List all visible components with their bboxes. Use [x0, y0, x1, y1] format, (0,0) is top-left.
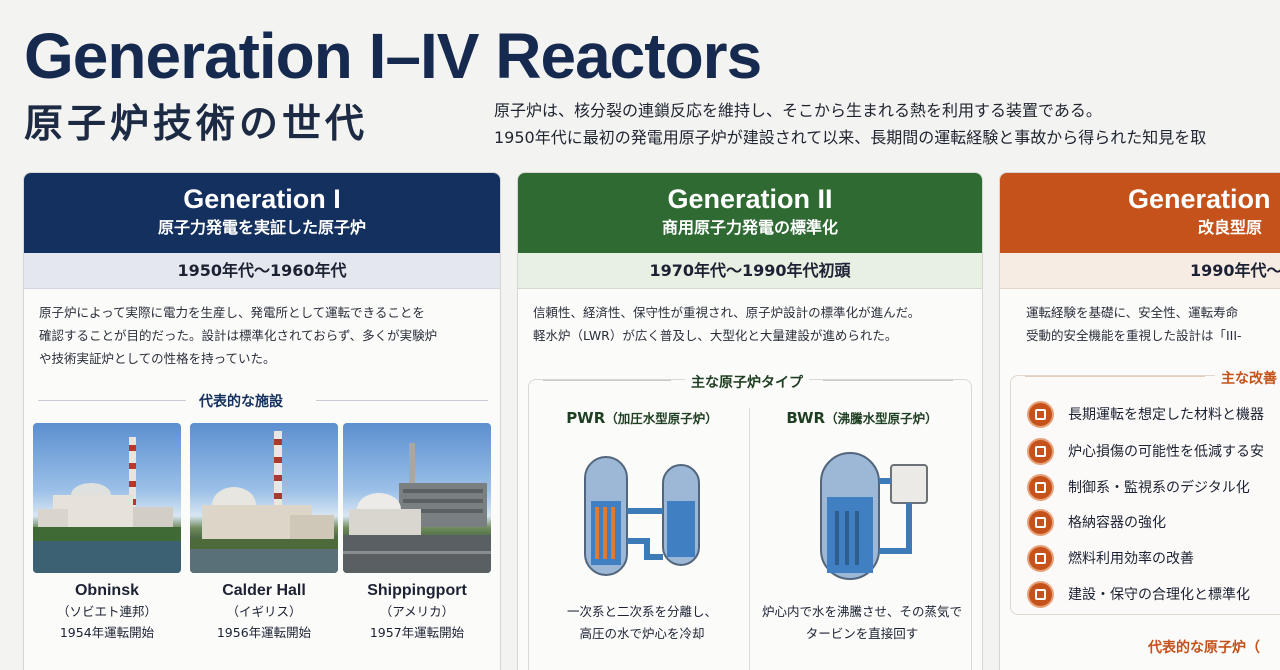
gen3-card: Generation 改良型原 1990年代〜 運転経験を基礎に、安全性、運転寿…	[999, 172, 1280, 670]
gen1-header: Generation I 原子力発電を実証した原子炉	[24, 173, 500, 253]
gen1-description: 原子炉によって実際に電力を生産し、発電所として運転できることを 確認することが目…	[24, 289, 500, 370]
type-bwr: BWR（沸騰水型原子炉） 炉心内で水を沸騰させ、その蒸気で タービンを直接回す	[757, 408, 967, 645]
facility-start: 1954年運転開始	[59, 625, 155, 640]
page-subtitle: 原子炉技術の世代	[24, 102, 369, 147]
type-abbr: BWR	[786, 409, 826, 427]
reactor-types-box: 主な原子炉タイプ PWR（加圧水型原子炉） 一次系と二次系を分離し、 高圧の水で…	[528, 372, 972, 670]
facility-name: Shippingport	[367, 582, 467, 599]
type-full-name: （加圧水型原子炉）	[605, 411, 718, 426]
divider	[543, 380, 671, 381]
material-icon	[1027, 400, 1054, 428]
improvement-label: 長期運転を想定した材料と機器	[1068, 407, 1264, 423]
intro-text: 原子炉は、核分裂の連鎖反応を維持し、そこから生まれる熱を利用する装置である。 1…	[494, 97, 1280, 151]
description-line: や技術実証炉としての性格を持っていた。	[39, 351, 276, 366]
improvements-title: 主な改善	[1215, 368, 1280, 388]
fuel-icon	[1027, 544, 1054, 572]
facilities-title: 代表的な施設	[199, 394, 283, 410]
improvement-item: 炉心損傷の可能性を低減する安	[1027, 436, 1264, 466]
core-safety-icon	[1027, 437, 1054, 465]
reactor-plant-illustration	[343, 443, 491, 573]
gen3-era: 1990年代〜	[1000, 253, 1280, 289]
divider	[316, 400, 488, 401]
gen2-era: 1970年代〜1990年代初頭	[518, 253, 982, 289]
improvement-item: 制御系・監視系のデジタル化	[1027, 472, 1250, 502]
gen3-header: Generation 改良型原	[1000, 173, 1280, 253]
divider	[823, 380, 953, 381]
gen2-subtitle: 商用原子力発電の標準化	[661, 218, 838, 237]
improvement-label: 制御系・監視系のデジタル化	[1068, 480, 1250, 496]
page-title: Generation I–IV Reactors	[24, 20, 762, 92]
type-pwr: PWR（加圧水型原子炉） 一次系と二次系を分離し、 高圧の水で炉心を冷却	[537, 408, 747, 645]
type-abbr: PWR	[566, 409, 606, 427]
type-description-line: 高圧の水で炉心を冷却	[579, 626, 705, 641]
facility-photo	[190, 423, 338, 573]
bwr-diagram-icon	[820, 452, 928, 580]
type-description-line: 一次系と二次系を分離し、	[566, 604, 717, 619]
improvement-item: 格納容器の強化	[1027, 507, 1166, 537]
gen1-subtitle: 原子力発電を実証した原子炉	[157, 218, 366, 237]
intro-line: 原子炉は、核分裂の連鎖反応を維持し、そこから生まれる熱を利用する装置である。	[494, 101, 1102, 120]
facility-country: （アメリカ）	[379, 604, 455, 619]
description-line: 信頼性、経済性、保守性が重視され、原子炉設計の標準化が進んだ。	[533, 305, 921, 320]
divider	[38, 400, 186, 401]
reactor-plant-illustration	[190, 431, 338, 573]
divider	[1025, 376, 1205, 377]
improvements-box: 主な改善 長期運転を想定した材料と機器 炉心損傷の可能性を低減する安 制御系・監…	[1010, 368, 1280, 615]
gen3-subtitle: 改良型原	[1198, 218, 1263, 237]
facility-name: Obninsk	[74, 582, 139, 599]
improvement-item: 長期運転を想定した材料と機器	[1027, 399, 1264, 429]
description-line: 原子炉によって実際に電力を生産し、発電所として運転できることを	[39, 305, 425, 320]
facility-start: 1956年運転開始	[216, 625, 312, 640]
type-full-name: （沸騰水型原子炉）	[825, 411, 938, 426]
facility-shippingport: Shippingport （アメリカ） 1957年運転開始	[343, 423, 491, 643]
gen1-card: Generation I 原子力発電を実証した原子炉 1950年代〜1960年代…	[23, 172, 501, 670]
intro-line: 1950年代に最初の発電用原子炉が建設されて以来、長期間の運転経験と事故から得ら…	[494, 128, 1207, 147]
improvement-label: 建設・保守の合理化と標準化	[1068, 587, 1250, 603]
facility-calder-hall: Calder Hall （イギリス） 1956年運転開始	[190, 423, 338, 643]
improvement-item: 建設・保守の合理化と標準化	[1027, 579, 1250, 609]
description-line: 運転経験を基礎に、安全性、運転寿命	[1026, 305, 1239, 320]
facility-photo	[33, 423, 181, 573]
gen3-description: 運転経験を基礎に、安全性、運転寿命 受動的安全機能を重視した設計は「III-	[1000, 289, 1280, 347]
reactor-plant-illustration	[33, 437, 181, 573]
facility-country: （イギリス）	[226, 604, 302, 619]
gen2-card: Generation II 商用原子力発電の標準化 1970年代〜1990年代初…	[517, 172, 983, 670]
maintenance-icon	[1027, 580, 1054, 608]
gen2-description: 信頼性、経済性、保守性が重視され、原子炉設計の標準化が進んだ。 軽水炉（LWR）…	[518, 289, 982, 347]
improvement-label: 燃料利用効率の改善	[1068, 551, 1194, 567]
type-description-line: 炉心内で水を沸騰させ、その蒸気で	[761, 604, 962, 619]
column-divider	[749, 408, 750, 670]
description-line: 確認することが目的だった。設計は標準化されておらず、多くが実験炉	[39, 328, 438, 343]
digital-control-icon	[1027, 473, 1054, 501]
gen1-era: 1950年代〜1960年代	[24, 253, 500, 289]
gen2-header: Generation II 商用原子力発電の標準化	[518, 173, 982, 253]
facility-photo	[343, 423, 491, 573]
types-title: 主な原子炉タイプ	[685, 372, 809, 392]
facility-country: （ソビエト連邦）	[56, 604, 157, 619]
type-description-line: タービンを直接回す	[805, 626, 919, 641]
pwr-diagram-icon	[584, 456, 700, 576]
type-name: PWR（加圧水型原子炉）	[537, 408, 747, 427]
facility-name: Calder Hall	[222, 582, 306, 599]
type-description: 炉心内で水を沸騰させ、その蒸気で タービンを直接回す	[757, 601, 967, 645]
gen3-title: Generation	[1128, 184, 1271, 214]
description-line: 軽水炉（LWR）が広く普及し、大型化と大量建設が進められた。	[533, 328, 898, 343]
type-name: BWR（沸騰水型原子炉）	[757, 408, 967, 427]
facility-obninsk: Obninsk （ソビエト連邦） 1954年運転開始	[33, 423, 181, 643]
facility-start: 1957年運転開始	[369, 625, 465, 640]
improvement-label: 炉心損傷の可能性を低減する安	[1068, 444, 1264, 460]
representative-title: 代表的な原子炉（	[1148, 640, 1260, 656]
improvement-item: 燃料利用効率の改善	[1027, 543, 1194, 573]
description-line: 受動的安全機能を重視した設計は「III-	[1026, 328, 1242, 343]
improvement-label: 格納容器の強化	[1068, 515, 1166, 531]
containment-icon	[1027, 508, 1054, 536]
type-description: 一次系と二次系を分離し、 高圧の水で炉心を冷却	[537, 601, 747, 645]
gen1-title: Generation I	[183, 184, 341, 214]
gen2-title: Generation II	[667, 184, 833, 214]
